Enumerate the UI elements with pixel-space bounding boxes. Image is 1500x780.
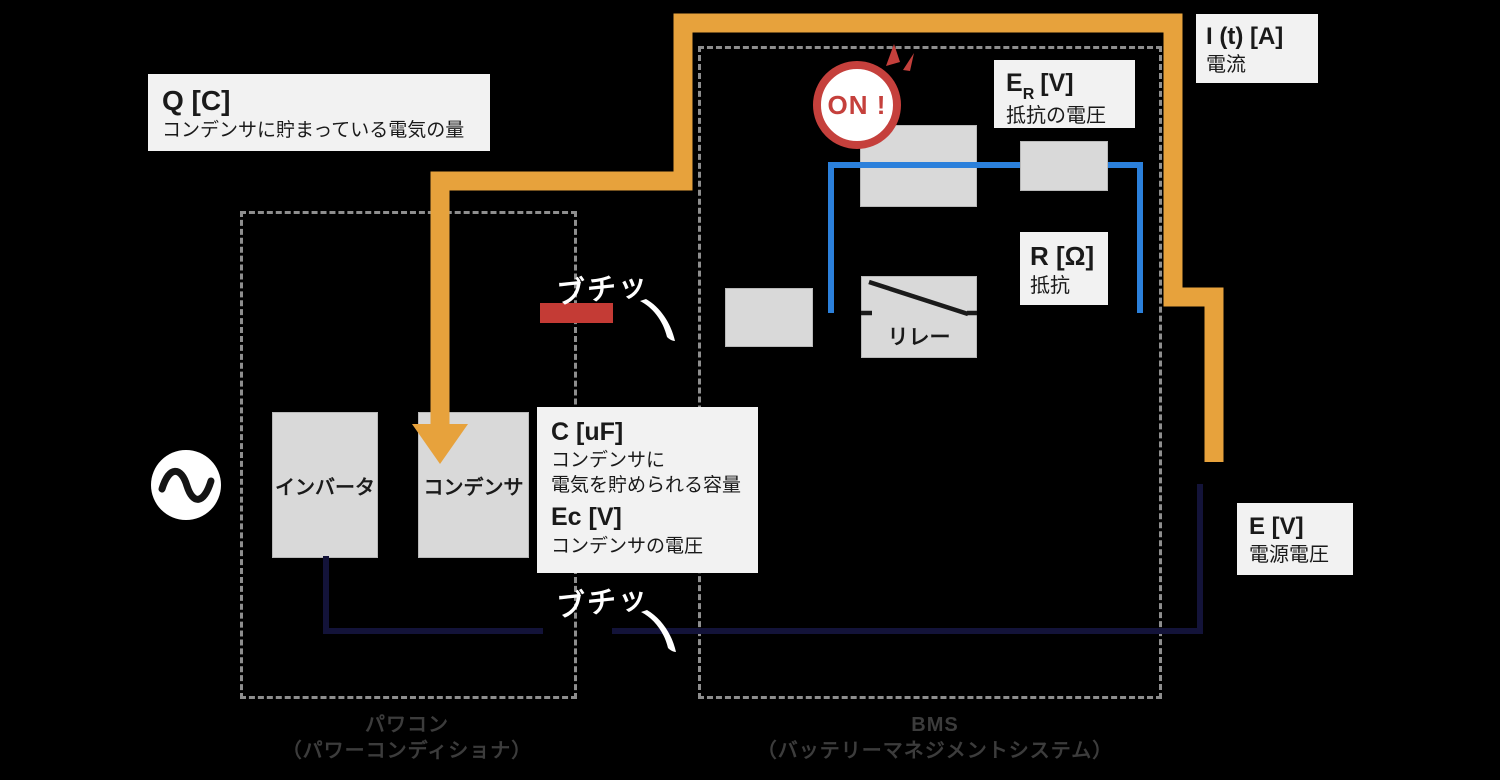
er-base: E [1006, 69, 1023, 97]
callout-resistor-voltage-desc: 抵抗の電圧 [1006, 105, 1106, 127]
callout-source-voltage-title: E [V] [1249, 513, 1304, 540]
callout-current-title: I (t) [A] [1206, 23, 1284, 50]
snap-sfx-bottom: ブチッ [555, 582, 650, 624]
relay-label: リレー [887, 326, 951, 349]
callout-capacitance: C [uF] コンデンサに 電気を貯められる容量 Ec [V] コンデンサの電圧 [537, 407, 758, 573]
callout-capacitance-desc1: コンデンサに [551, 450, 666, 472]
ac-source-icon [151, 450, 221, 520]
snap-sfx-top: ブチッ [555, 269, 650, 311]
callout-resistance: R [Ω] 抵抗 [1020, 232, 1108, 305]
snap-swoosh-top-icon [640, 299, 675, 341]
callout-source-voltage: E [V] 電源電圧 [1237, 503, 1353, 575]
bms-caption-line2: （バッテリーマネジメントシステム） [756, 740, 1114, 762]
relay-on-badge-label: ON ! [827, 89, 887, 120]
callout-resistor-voltage-title: ER [V] [1006, 68, 1123, 103]
power-conditioner-caption-line2: （パワーコンディショナ） [281, 740, 533, 762]
relay-on-badge: ON ! [813, 61, 901, 149]
capacitor-label: コンデンサ [423, 476, 524, 499]
relay-box: リレー [861, 276, 977, 358]
callout-charge-amount-desc: コンデンサに貯まっている電気の量 [162, 120, 465, 141]
power-conditioner-caption-line1: パワコン [365, 714, 449, 736]
inverter-box: インバータ [272, 412, 378, 558]
controller-box [725, 288, 813, 347]
callout-charge-amount: Q [C] コンデンサに貯まっている電気の量 [148, 74, 490, 151]
callout-capacitance-desc2: 電気を貯められる容量 [551, 475, 742, 497]
callout-source-voltage-desc: 電源電圧 [1249, 544, 1329, 566]
callout-capacitor-voltage-desc: コンデンサの電圧 [551, 535, 704, 557]
callout-charge-amount-title: Q [C] [162, 85, 231, 116]
resistor-box [1020, 141, 1108, 191]
bms-caption-line1: BMS [911, 714, 959, 736]
callout-resistor-voltage: ER [V] 抵抗の電圧 [994, 60, 1135, 128]
power-conditioner-caption: パワコン （パワーコンディショナ） [202, 712, 612, 764]
callout-capacitance-title: C [uF] [551, 418, 624, 446]
callout-capacitor-voltage-title: Ec [V] [551, 503, 622, 532]
callout-resistance-desc: 抵抗 [1030, 274, 1070, 297]
bms-caption: BMS （バッテリーマネジメントシステム） [700, 712, 1170, 764]
er-subscript: R [1022, 86, 1035, 103]
capacitor-box: コンデンサ [418, 412, 529, 558]
callout-current: I (t) [A] 電流 [1196, 14, 1318, 83]
er-unit: [V] [1040, 69, 1074, 97]
inverter-label: インバータ [275, 476, 375, 499]
callout-current-desc: 電流 [1206, 54, 1246, 76]
callout-resistance-title: R [Ω] [1030, 241, 1095, 271]
